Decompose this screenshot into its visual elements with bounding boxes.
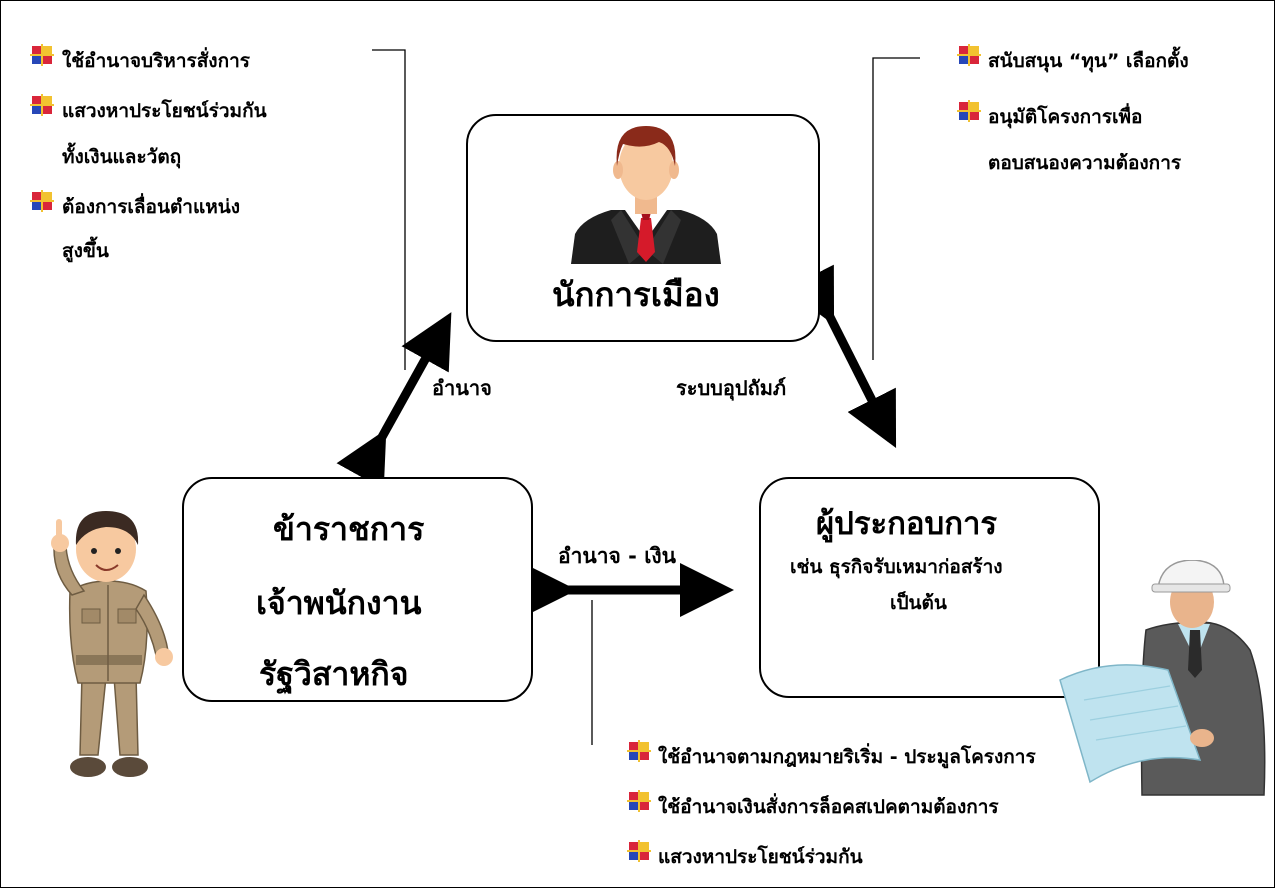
politician-note-1: สนับสนุน “ทุน” เลือกตั้ง bbox=[988, 50, 1189, 72]
arrow-patronage bbox=[785, 264, 897, 449]
contractor-note-1: ใช้อำนาจตามกฎหมายริเริ่ม - ประมูลโครงการ bbox=[658, 746, 1036, 768]
officials-line-2: เจ้าพนักงาน bbox=[256, 584, 422, 622]
windows-flag-bullet-icon bbox=[627, 840, 651, 862]
windows-flag-bullet-icon bbox=[627, 790, 651, 812]
officials-note-2: แสวงหาประโยชน์ร่วมกัน bbox=[62, 100, 267, 122]
engineer-blueprint-icon bbox=[1059, 560, 1266, 796]
windows-flag-bullet-icon bbox=[957, 44, 981, 66]
contractors-sub-2: เป็นต้น bbox=[890, 592, 947, 614]
edge-label-patronage: ระบบอุปถัมภ์ bbox=[676, 376, 787, 400]
politician-title: นักการเมือง bbox=[552, 275, 720, 314]
officials-note-2-cont: ทั้งเงินและวัตถุ bbox=[62, 146, 182, 168]
politician-note-2: อนุมัติโครงการเพื่อ bbox=[988, 106, 1143, 128]
politician-note-2-cont: ตอบสนองความต้องการ bbox=[988, 152, 1182, 174]
officials-note-1: ใช้อำนาจบริหารสั่งการ bbox=[62, 50, 250, 72]
arrow-power bbox=[336, 312, 452, 490]
civil-servant-icon bbox=[51, 511, 173, 777]
officials-line-3: รัฐวิสาหกิจ bbox=[259, 655, 409, 693]
edge-label-power: อำนาจ bbox=[432, 376, 492, 400]
windows-flag-bullet-icon bbox=[30, 94, 54, 116]
edge-label-power-money: อำนาจ - เงิน bbox=[558, 544, 676, 568]
callout-line-politician bbox=[872, 57, 920, 360]
officials-note-3: ต้องการเลื่อนตำแหน่ง bbox=[62, 196, 240, 218]
officials-box bbox=[182, 477, 533, 702]
windows-flag-bullet-icon bbox=[30, 44, 54, 66]
officials-line-1: ข้าราชการ bbox=[273, 510, 425, 548]
contractors-title: ผู้ประกอบการ bbox=[816, 506, 998, 542]
windows-flag-bullet-icon bbox=[627, 740, 651, 762]
contractor-note-2: ใช้อำนาจเงินสั่งการล็อคสเปคตามต้องการ bbox=[658, 796, 999, 818]
businessman-icon bbox=[571, 126, 721, 264]
officials-note-3-cont: สูงขึ้น bbox=[62, 240, 109, 262]
windows-flag-bullet-icon bbox=[30, 190, 54, 212]
windows-flag-bullet-icon bbox=[957, 100, 981, 122]
callout-line-officials bbox=[372, 49, 406, 370]
contractors-box bbox=[759, 477, 1100, 698]
contractors-sub-1: เช่น ธุรกิจรับเหมาก่อสร้าง bbox=[790, 556, 1003, 578]
contractor-note-3: แสวงหาประโยชน์ร่วมกัน bbox=[658, 846, 863, 868]
